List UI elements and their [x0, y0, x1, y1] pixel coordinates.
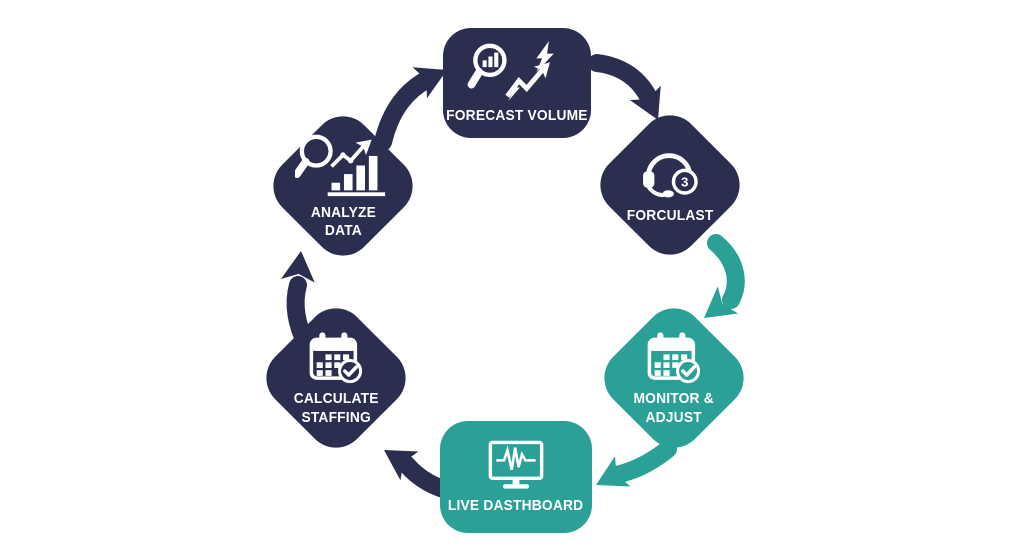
node-calculate-staffing: CALCULATE STAFFING — [253, 295, 419, 461]
node-monitor-adjust: MONITOR & ADJUST — [591, 295, 757, 461]
node-live-dashboard: LIVE DASTHBOARD — [440, 421, 592, 533]
node-label: CALCULATE STAFFING — [293, 390, 379, 426]
headset-badge: 3 — [681, 175, 688, 190]
node-forecast-volume: FORECAST VOLUME — [443, 28, 591, 138]
headset-icon: 3 — [643, 153, 698, 198]
arrow-forculast-to-monitor-adjust — [704, 234, 745, 318]
arrow-monitor-adjust-to-live-dashboard — [596, 440, 677, 487]
arrow-forecast-volume-to-forculast — [588, 54, 661, 120]
node-label: ANALYZE DATA — [310, 203, 376, 239]
node-analyze-data: ANALYZE DATA — [260, 103, 426, 269]
node-label: FORCULAST — [626, 207, 714, 225]
node-label: MONITOR & ADJUST — [633, 390, 715, 426]
calendar-check-icon — [309, 332, 363, 384]
node-label: LIVE DASTHBOARD — [448, 496, 584, 514]
node-label: FORECAST VOLUME — [446, 107, 588, 125]
node-forculast: 3 FORCULAST — [587, 102, 753, 268]
arrow-analyze-data-to-forecast-volume — [374, 67, 447, 151]
magnifier-bar-chart-icon — [295, 134, 386, 196]
calendar-check-icon — [647, 332, 701, 384]
magnifier-trend-lightning-icon — [467, 41, 554, 102]
monitor-pulse-icon — [488, 440, 544, 489]
